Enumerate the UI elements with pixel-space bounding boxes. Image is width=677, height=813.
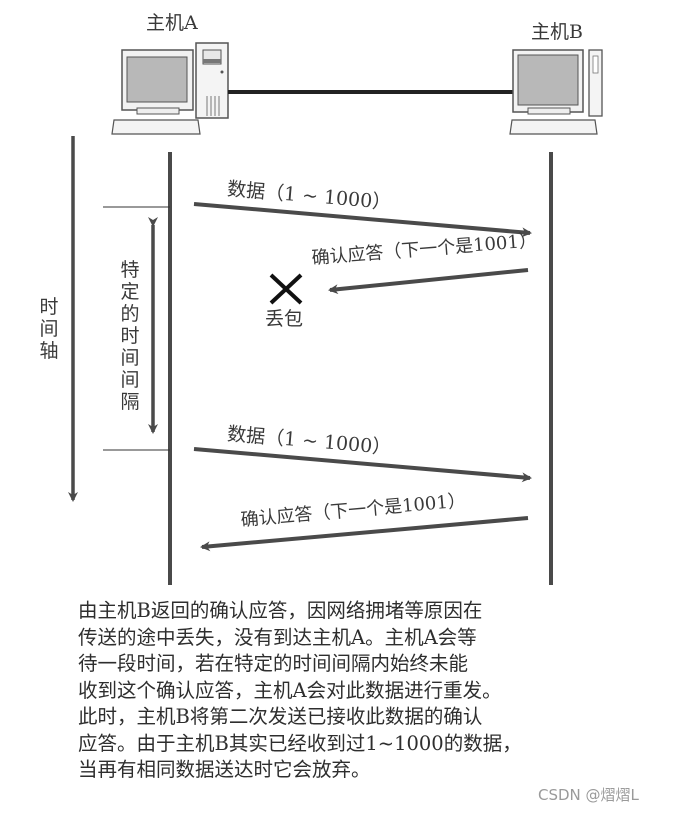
interval-label: 特 定 的 时 间 间 隔 [119,259,141,413]
time-axis-char: 时 [39,296,59,318]
description-line: 由主机B返回的确认应答，因网络拥堵等原因在 [78,599,483,622]
packet-loss-x-icon [269,273,303,305]
description-line: 当再有相同数据送达时它会放弃。 [78,758,371,781]
host-a-computer-icon [111,42,229,135]
message-1-arrow [193,202,532,238]
interval-char: 的 [120,303,140,325]
description-line: 此时，主机B将第二次发送已接收此数据的确认 [78,705,483,728]
host-b-label: 主机B [531,21,583,43]
interval-char: 时 [120,325,140,347]
message-2-arrow [328,268,529,295]
description-line: 传送的途中丢失，没有到达主机A。主机A会等 [78,625,477,649]
interval-char: 间 [120,347,140,369]
description-line: 应答。由于主机B其实已经收到过1~1000的数据， [78,731,522,755]
description-line: 待一段时间，若在特定的时间间隔内始终未能 [78,652,469,675]
message-4-arrow [200,516,529,552]
time-axis-char: 间 [39,318,59,340]
message-3-arrow [193,447,532,483]
description-line: 收到这个确认应答，主机A会对此数据进行重发。 [78,678,502,702]
host-b-computer-icon [509,49,603,135]
interval-char: 间 [120,369,140,391]
time-axis-label: 时 间 轴 [38,296,60,362]
packet-loss-label: 丢包 [265,308,304,330]
time-axis-char: 轴 [39,340,59,362]
description-text: 由主机B返回的确认应答，因网络拥堵等原因在 传送的途中丢失，没有到达主机A。主机… [78,598,618,784]
interval-char: 特 [120,259,140,281]
interval-char: 定 [120,281,140,303]
host-a-label: 主机A [146,12,198,34]
csdn-watermark: CSDN @熠熠L [538,786,639,804]
interval-char: 隔 [120,391,140,413]
